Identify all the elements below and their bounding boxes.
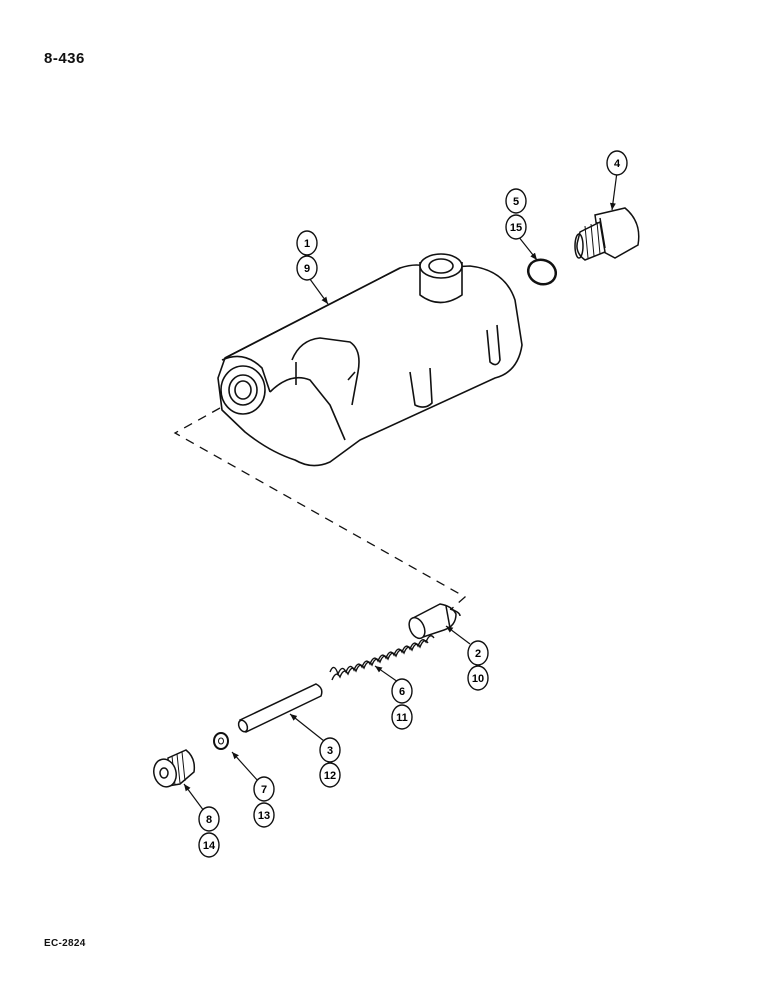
callout-label: 8 xyxy=(206,814,212,826)
callout-11: 11 xyxy=(391,704,413,730)
callout-circle xyxy=(296,230,318,256)
callout-label: 13 xyxy=(258,810,270,822)
callout-4: 4 xyxy=(606,150,628,176)
callout-circle xyxy=(319,762,341,788)
callout-circle xyxy=(467,665,489,691)
callout-label: 2 xyxy=(475,648,481,660)
page-number: 8-436 xyxy=(44,50,85,67)
housing-port-top xyxy=(419,253,463,279)
callout-circle xyxy=(606,150,628,176)
callout-13: 13 xyxy=(253,802,275,828)
plug-hex xyxy=(574,207,640,261)
callout-10: 10 xyxy=(467,665,489,691)
pin xyxy=(237,683,323,733)
figure-code: EC-2824 xyxy=(44,938,86,949)
callout-label: 6 xyxy=(399,686,405,698)
callout-group: 1 9 5 15 4 2 10 6 11 3 12 7 13 8 14 xyxy=(198,150,628,858)
callout-label: 15 xyxy=(510,222,522,234)
housing-port-left xyxy=(220,365,266,415)
callout-label: 14 xyxy=(203,840,216,852)
leader-lines xyxy=(183,171,618,812)
callout-circle xyxy=(198,832,220,858)
callout-circle xyxy=(391,678,413,704)
callout-12: 12 xyxy=(319,762,341,788)
valve-housing xyxy=(217,253,523,467)
callout-1: 1 xyxy=(296,230,318,256)
callout-circle xyxy=(391,704,413,730)
callout-circle xyxy=(319,737,341,763)
callout-3: 3 xyxy=(319,737,341,763)
o-ring xyxy=(526,258,558,286)
callout-14: 14 xyxy=(198,832,220,858)
callout-circle xyxy=(253,776,275,802)
callout-6: 6 xyxy=(391,678,413,704)
callout-label: 3 xyxy=(327,745,333,757)
callout-2: 2 xyxy=(467,640,489,666)
callout-label: 4 xyxy=(614,158,621,170)
callout-9: 9 xyxy=(296,255,318,281)
callout-circle xyxy=(505,214,527,240)
piston xyxy=(408,603,461,640)
callout-circle xyxy=(253,802,275,828)
callout-label: 11 xyxy=(396,712,408,724)
callout-8: 8 xyxy=(198,806,220,832)
callout-label: 12 xyxy=(324,770,336,782)
callout-15: 15 xyxy=(505,214,527,240)
callout-label: 1 xyxy=(304,238,310,250)
callout-7: 7 xyxy=(253,776,275,802)
callout-circle xyxy=(467,640,489,666)
callout-circle xyxy=(505,188,527,214)
callout-label: 5 xyxy=(513,196,519,208)
callout-label: 9 xyxy=(304,263,310,275)
callout-circle xyxy=(198,806,220,832)
callout-5: 5 xyxy=(505,188,527,214)
washer xyxy=(213,732,229,750)
callout-circle xyxy=(296,255,318,281)
spring xyxy=(329,635,435,681)
callout-label: 10 xyxy=(472,673,484,685)
plug-socket xyxy=(153,749,196,788)
callout-label: 7 xyxy=(261,784,267,796)
